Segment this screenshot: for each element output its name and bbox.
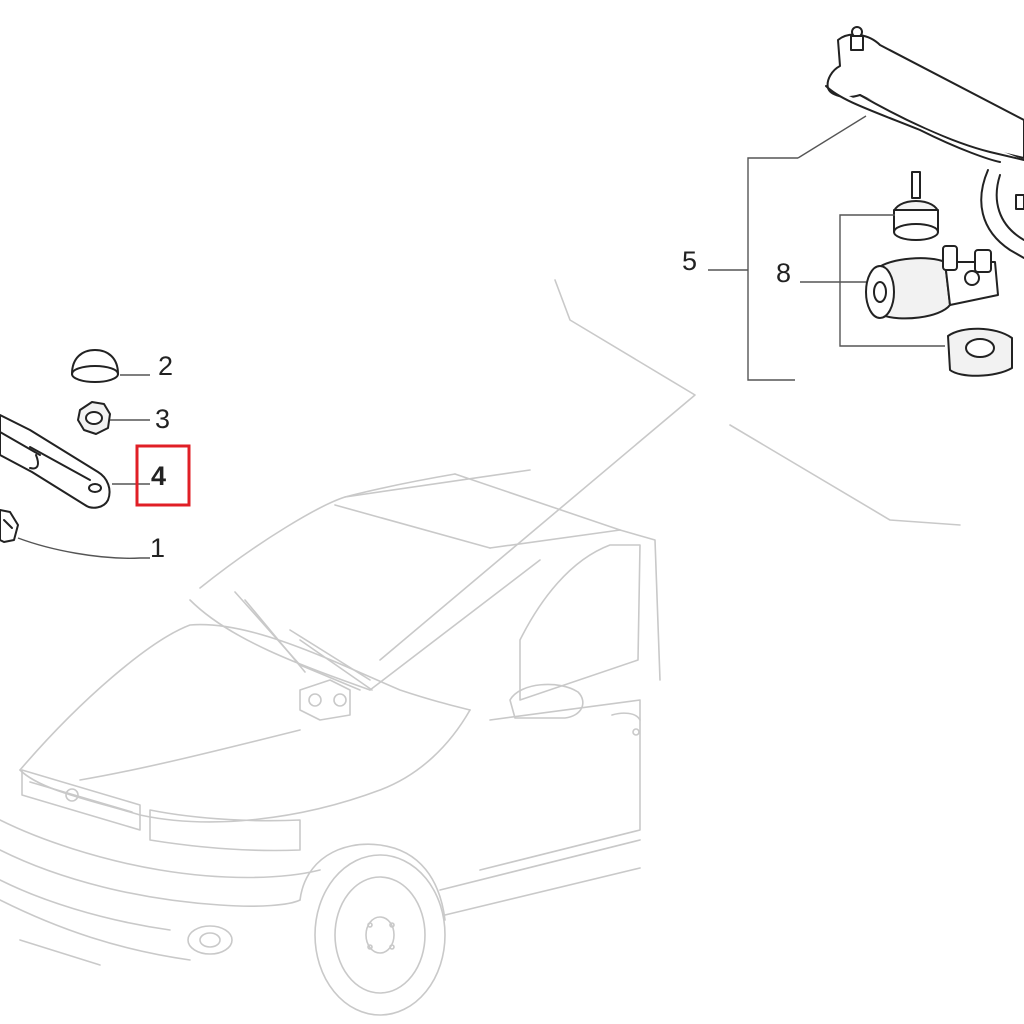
car-outline-icon <box>0 279 961 1016</box>
callout-8: 8 <box>776 258 791 288</box>
callout-5: 5 <box>682 246 697 276</box>
spindle-cap-icon <box>71 349 119 383</box>
callout-4: 4 <box>151 461 166 491</box>
callout-4-highlight-box <box>135 444 191 507</box>
wiper-motor-icon <box>865 245 999 320</box>
callout-1: 1 <box>150 533 165 563</box>
motor-mount-nut-icon <box>893 171 939 241</box>
wiper-arm-icon <box>0 414 111 509</box>
motor-bracket-icon <box>947 327 1013 377</box>
spindle-nut-icon <box>77 401 111 435</box>
callout-3: 3 <box>155 404 170 434</box>
callout-2: 2 <box>158 351 173 381</box>
wiper-linkage-frame-icon <box>825 26 1024 259</box>
wiper-blade-clip-icon <box>0 509 19 543</box>
